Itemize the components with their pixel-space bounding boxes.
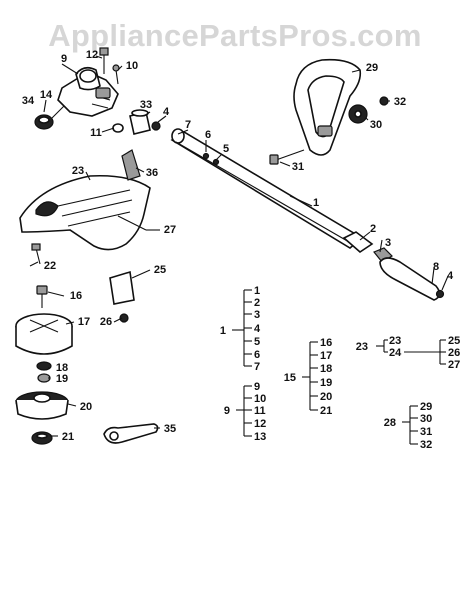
callout-20: 20 [80,401,92,413]
callout-11: 11 [90,127,102,139]
assembly-child-9: 9 [254,381,260,393]
assembly-child-21: 21 [320,405,332,417]
callout-22: 22 [44,260,56,272]
watermark: AppliancePartsPros.com [48,18,422,53]
assembly-child-6: 6 [254,349,260,361]
callout-8: 8 [433,261,439,273]
assembly-child-3: 3 [254,309,260,321]
assembly-child-12: 12 [254,418,266,430]
assembly-child-20: 20 [320,391,332,403]
assembly-parent-1: 1 [220,325,226,337]
callout-2: 2 [370,223,376,235]
assembly-parent-28: 28 [384,417,396,429]
callout-25: 25 [154,264,166,276]
assembly-child-29: 29 [420,401,432,413]
callout-35: 35 [164,423,176,435]
callout-29: 29 [366,62,378,74]
trimmer-head-assembly [15,285,73,445]
callout-23: 23 [72,165,84,177]
assembly-child-16: 16 [320,337,332,349]
callout-36: 36 [146,167,158,179]
callout-19: 19 [56,373,68,385]
assembly-child-5: 5 [254,336,260,348]
callout-18: 18 [56,362,68,374]
callout-32: 32 [394,96,406,108]
handle-assembly [269,58,389,165]
guard-assembly [19,149,151,323]
callout-7: 7 [185,119,191,131]
callout-14: 14 [40,89,53,101]
assembly-child-13: 13 [254,431,266,443]
assembly-child-11: 11 [254,405,266,417]
assembly-child-17: 17 [320,350,332,362]
shaft-assembly [170,128,445,301]
assembly-child-19: 19 [320,377,332,389]
callout-16: 16 [70,290,82,302]
assembly-tree-15 [302,341,318,411]
assembly-tree-23 [376,339,446,365]
gear-head-assembly [34,47,161,135]
assembly-child-7: 7 [254,361,260,373]
assembly-tree-1 [232,289,252,367]
assembly-child-24: 24 [389,347,402,359]
callout-34: 34 [22,95,35,107]
callout-26: 26 [100,316,112,328]
callout-4b: 4 [447,270,454,282]
callout-3: 3 [385,237,391,249]
assembly-parent-23: 23 [356,341,368,353]
callout-27: 27 [164,224,176,236]
assembly-child-2: 2 [254,297,260,309]
callout-6: 6 [205,129,211,141]
assembly-child-25: 25 [448,335,460,347]
callout-4a: 4 [163,106,170,118]
callout-5: 5 [223,143,229,155]
assembly-parent-15: 15 [284,372,296,384]
callout-numbers: 9 12 10 14 34 11 33 4 7 6 5 1 2 3 8 4 29… [22,49,454,443]
leader-lines [29,55,449,437]
callout-1: 1 [313,197,319,209]
assembly-child-30: 30 [420,413,432,425]
assembly-child-4: 4 [254,323,261,335]
callout-17: 17 [78,316,90,328]
assembly-child-26: 26 [448,347,460,359]
assembly-child-32: 32 [420,439,432,451]
assembly-tree-28 [402,405,418,445]
callout-21: 21 [62,431,74,443]
callout-12: 12 [86,49,98,61]
callout-31: 31 [292,161,304,173]
assembly-child-31: 31 [420,426,432,438]
assembly-tree-9 [236,385,252,437]
assembly-child-23: 23 [389,335,401,347]
assembly-parent-9: 9 [224,405,230,417]
assembly-child-27: 27 [448,359,460,371]
callout-33: 33 [140,99,152,111]
assembly-child-10: 10 [254,393,266,405]
callout-30: 30 [370,119,382,131]
assembly-child-1: 1 [254,285,260,297]
assembly-child-18: 18 [320,363,332,375]
callout-10: 10 [126,60,138,72]
callout-9: 9 [61,53,67,65]
wrench-tool [103,423,159,444]
